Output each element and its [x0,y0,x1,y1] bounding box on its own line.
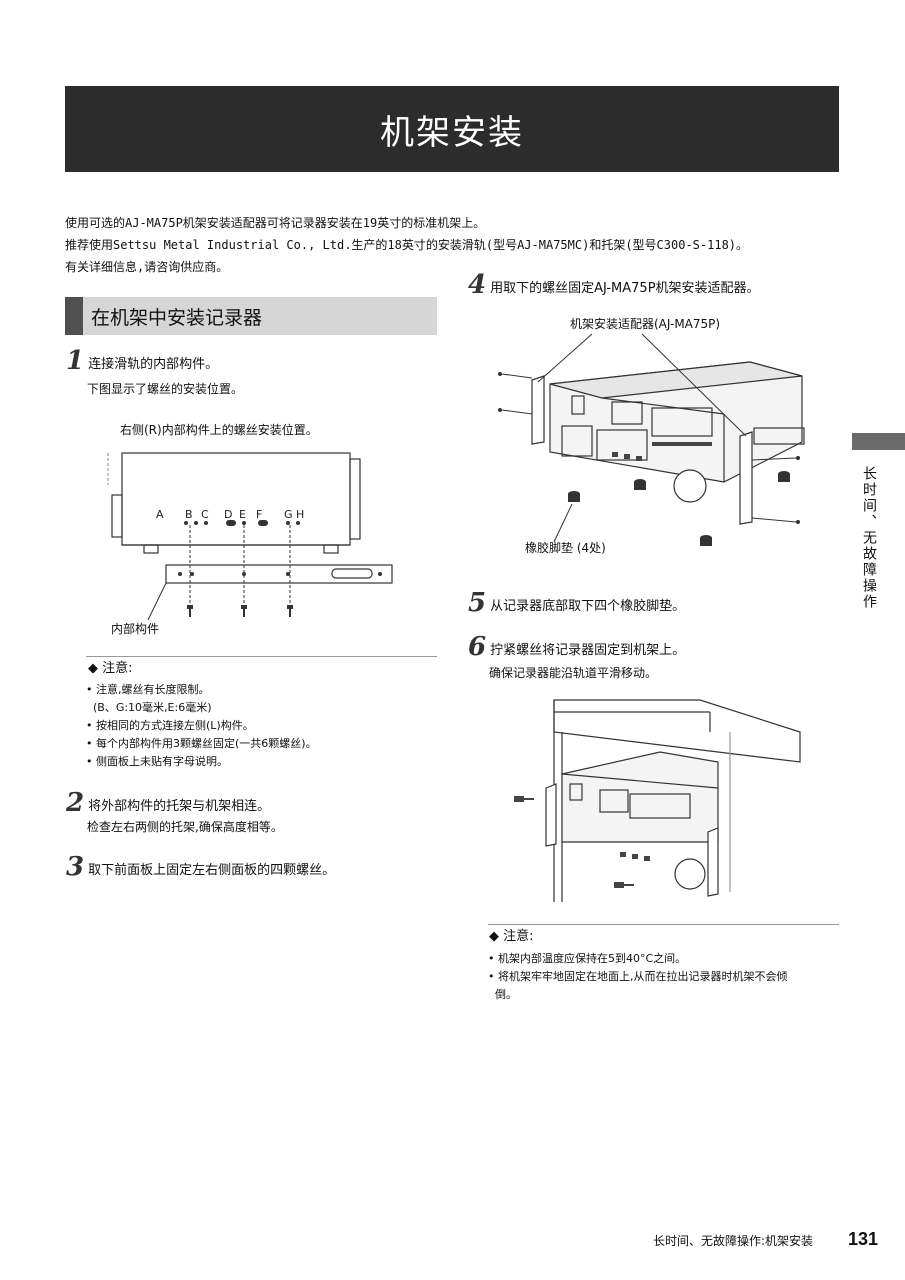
list-item: 倒。 [488,988,517,1001]
step-1-text: 连接滑轨的内部构件。 [88,357,219,372]
step-5: 5 从记录器底部取下四个橡胶脚垫。 [468,590,685,616]
inner-rail [165,564,393,584]
step-6-sub: 确保记录器能沿轨道平滑移动。 [489,666,658,680]
side-tab [852,433,905,450]
label-d: D [224,508,232,521]
list-item: • 按相同的方式连接左侧(L)构件。 [86,719,254,732]
step-1-sub: 下图显示了螺丝的安装位置。 [87,382,244,396]
intro-line-3: 有关详细信息,请咨询供应商。 [65,260,229,274]
note-1-header: ◆ 注意: [88,660,133,678]
note-1-rule [86,656,437,657]
note-2-header: ◆ 注意: [489,928,534,946]
list-item: • 侧面板上未贴有字母说明。 [86,755,228,768]
label-f: F [256,508,262,521]
title-banner: 机架安装 [65,86,839,172]
figure-3-diagram [514,699,801,902]
page-number: 131 [848,1229,879,1249]
step-2-number: 2 [66,788,85,818]
diamond-icon: ◆ [88,661,103,676]
intro-line-2: 推荐使用Settsu Metal Industrial Co., Ltd.生产的… [65,238,749,252]
label-h: H [296,508,304,521]
step-1: 1 连接滑轨的内部构件。 [66,348,218,374]
step-1-number: 1 [66,346,85,376]
step-2-sub: 检查左右两侧的托架,确保高度相等。 [87,820,283,834]
step-2: 2 将外部构件的托架与机架相连。 [66,790,270,816]
label-c: C [201,508,209,521]
figure-1-inner-label: 内部构件 [111,622,160,636]
figure-2-feet-label: 橡胶脚垫 (4处) [525,541,606,555]
note-1-title: 注意: [102,661,133,676]
step-3: 3 取下前面板上固定左右侧面板的四颗螺丝。 [66,854,335,880]
figure-2-diagram [498,333,805,546]
section-heading-bar [65,297,83,335]
label-e: E [239,508,246,521]
figure-1-diagram: A B C D E F G H [107,452,393,621]
label-b: B [185,508,193,521]
step-4-text: 用取下的螺丝固定AJ-MA75P机架安装适配器。 [490,281,760,296]
step-3-number: 3 [66,852,85,882]
step-3-text: 取下前面板上固定左右侧面板的四颗螺丝。 [88,863,336,878]
recorder-in-rack [561,751,719,843]
note-2-rule [488,924,839,925]
section-heading: 在机架中安装记录器 [65,297,437,335]
note-2-title: 注意: [503,929,534,944]
footer-chapter: 长时间、无故障操作:机架安装 [653,1234,814,1248]
list-item: (B、G:10毫米,E:6毫米) [86,701,212,714]
list-item: • 每个内部构件用3颗螺丝固定(一共6颗螺丝)。 [86,737,317,750]
recorder-side-outline [121,452,351,546]
right-bracket [739,431,753,525]
list-item: • 将机架牢牢地固定在地面上,从而在拉出记录器时机架不会倾 [488,970,788,983]
label-a: A [156,508,164,521]
step-2-text: 将外部构件的托架与机架相连。 [88,799,271,814]
step-6: 6 拧紧螺丝将记录器固定到机架上。 [468,634,685,660]
label-g: G [284,508,293,521]
note-2-list: • 机架内部温度应保持在5到40°C之间。 • 将机架牢牢地固定在地面上,从而在… [488,950,787,1004]
intro-text: 使用可选的AJ-MA75P机架安装适配器可将记录器安装在19英寸的标准机架上。 … [65,212,845,278]
list-item: • 机架内部温度应保持在5到40°C之间。 [488,952,687,965]
step-5-number: 5 [468,588,487,618]
step-4-number: 4 [468,270,487,300]
diamond-icon: ◆ [489,929,504,944]
figure-2-adapter-label: 机架安装适配器(AJ-MA75P) [570,317,721,331]
step-4: 4 用取下的螺丝固定AJ-MA75P机架安装适配器。 [468,272,760,298]
page-title: 机架安装 [380,112,524,153]
step-5-text: 从记录器底部取下四个橡胶脚垫。 [490,599,686,614]
step-6-text: 拧紧螺丝将记录器固定到机架上。 [490,643,686,658]
section-title: 在机架中安装记录器 [91,306,263,329]
rack-top [553,699,801,763]
list-item: • 注意,螺丝有长度限制。 [86,683,210,696]
intro-line-1: 使用可选的AJ-MA75P机架安装适配器可将记录器安装在19英寸的标准机架上。 [65,216,486,230]
note-1-list: • 注意,螺丝有长度限制。 (B、G:10毫米,E:6毫米) • 按相同的方式连… [86,681,317,771]
step-6-number: 6 [468,632,487,662]
left-bracket [531,375,545,445]
figure-1-caption: 右侧(R)内部构件上的螺丝安装位置。 [120,423,318,437]
side-chapter-label: 长时间、无故障操作 [861,466,877,610]
